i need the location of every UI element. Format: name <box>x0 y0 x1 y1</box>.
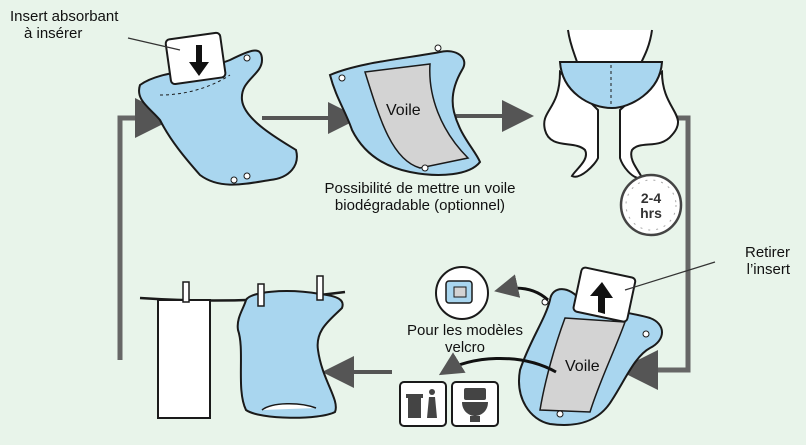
cycle-arrow-right <box>618 115 691 390</box>
velcro-label: Pour les modèles velcro <box>395 322 535 356</box>
insert-label-line2: à insérer <box>24 25 83 42</box>
retirer-pointer-line <box>624 261 716 291</box>
voile-label-bottom: Voile <box>565 358 600 375</box>
toilet-icon <box>451 381 499 427</box>
insert-label: Insert absorbant à insérer <box>10 8 118 42</box>
arrow-to-velcro <box>494 274 550 302</box>
possibilite-label: Possibilité de mettre un voile biodégrad… <box>300 180 540 214</box>
cycle-arrow-left <box>117 98 175 360</box>
duration-label: 2-4 hrs <box>631 191 671 221</box>
retirer-label-line2: l’insert <box>746 261 790 278</box>
drying-line <box>139 275 346 419</box>
arrow-up-icon <box>590 282 613 314</box>
arrow-to-bins <box>438 352 557 376</box>
voile-label-top: Voile <box>386 102 421 119</box>
arrow-down-icon <box>189 45 209 76</box>
velcro-tab-icon <box>435 266 489 320</box>
insert-label-line1: Insert absorbant <box>10 8 119 25</box>
trash-bin-icon <box>399 381 447 427</box>
duration-label-line1: 2-4 <box>640 190 662 206</box>
retirer-label: Retirer l’insert <box>700 244 790 278</box>
possibilite-label-line2: biodégradable (optionnel) <box>334 197 506 214</box>
clock-icon <box>619 173 683 237</box>
diaper-with-voile <box>328 44 482 176</box>
retirer-label-line1: Retirer <box>744 244 790 261</box>
baby-wearing-diaper <box>543 29 679 180</box>
diaper-with-insert <box>138 31 298 186</box>
diaper-remove-insert <box>518 266 663 426</box>
insert-pointer-line <box>127 37 181 51</box>
velcro-label-line2: velcro <box>444 339 485 356</box>
velcro-label-line1: Pour les modèles <box>407 322 523 339</box>
duration-label-line2: hrs <box>640 205 662 221</box>
possibilite-label-line1: Possibilité de mettre un voile <box>324 180 516 197</box>
